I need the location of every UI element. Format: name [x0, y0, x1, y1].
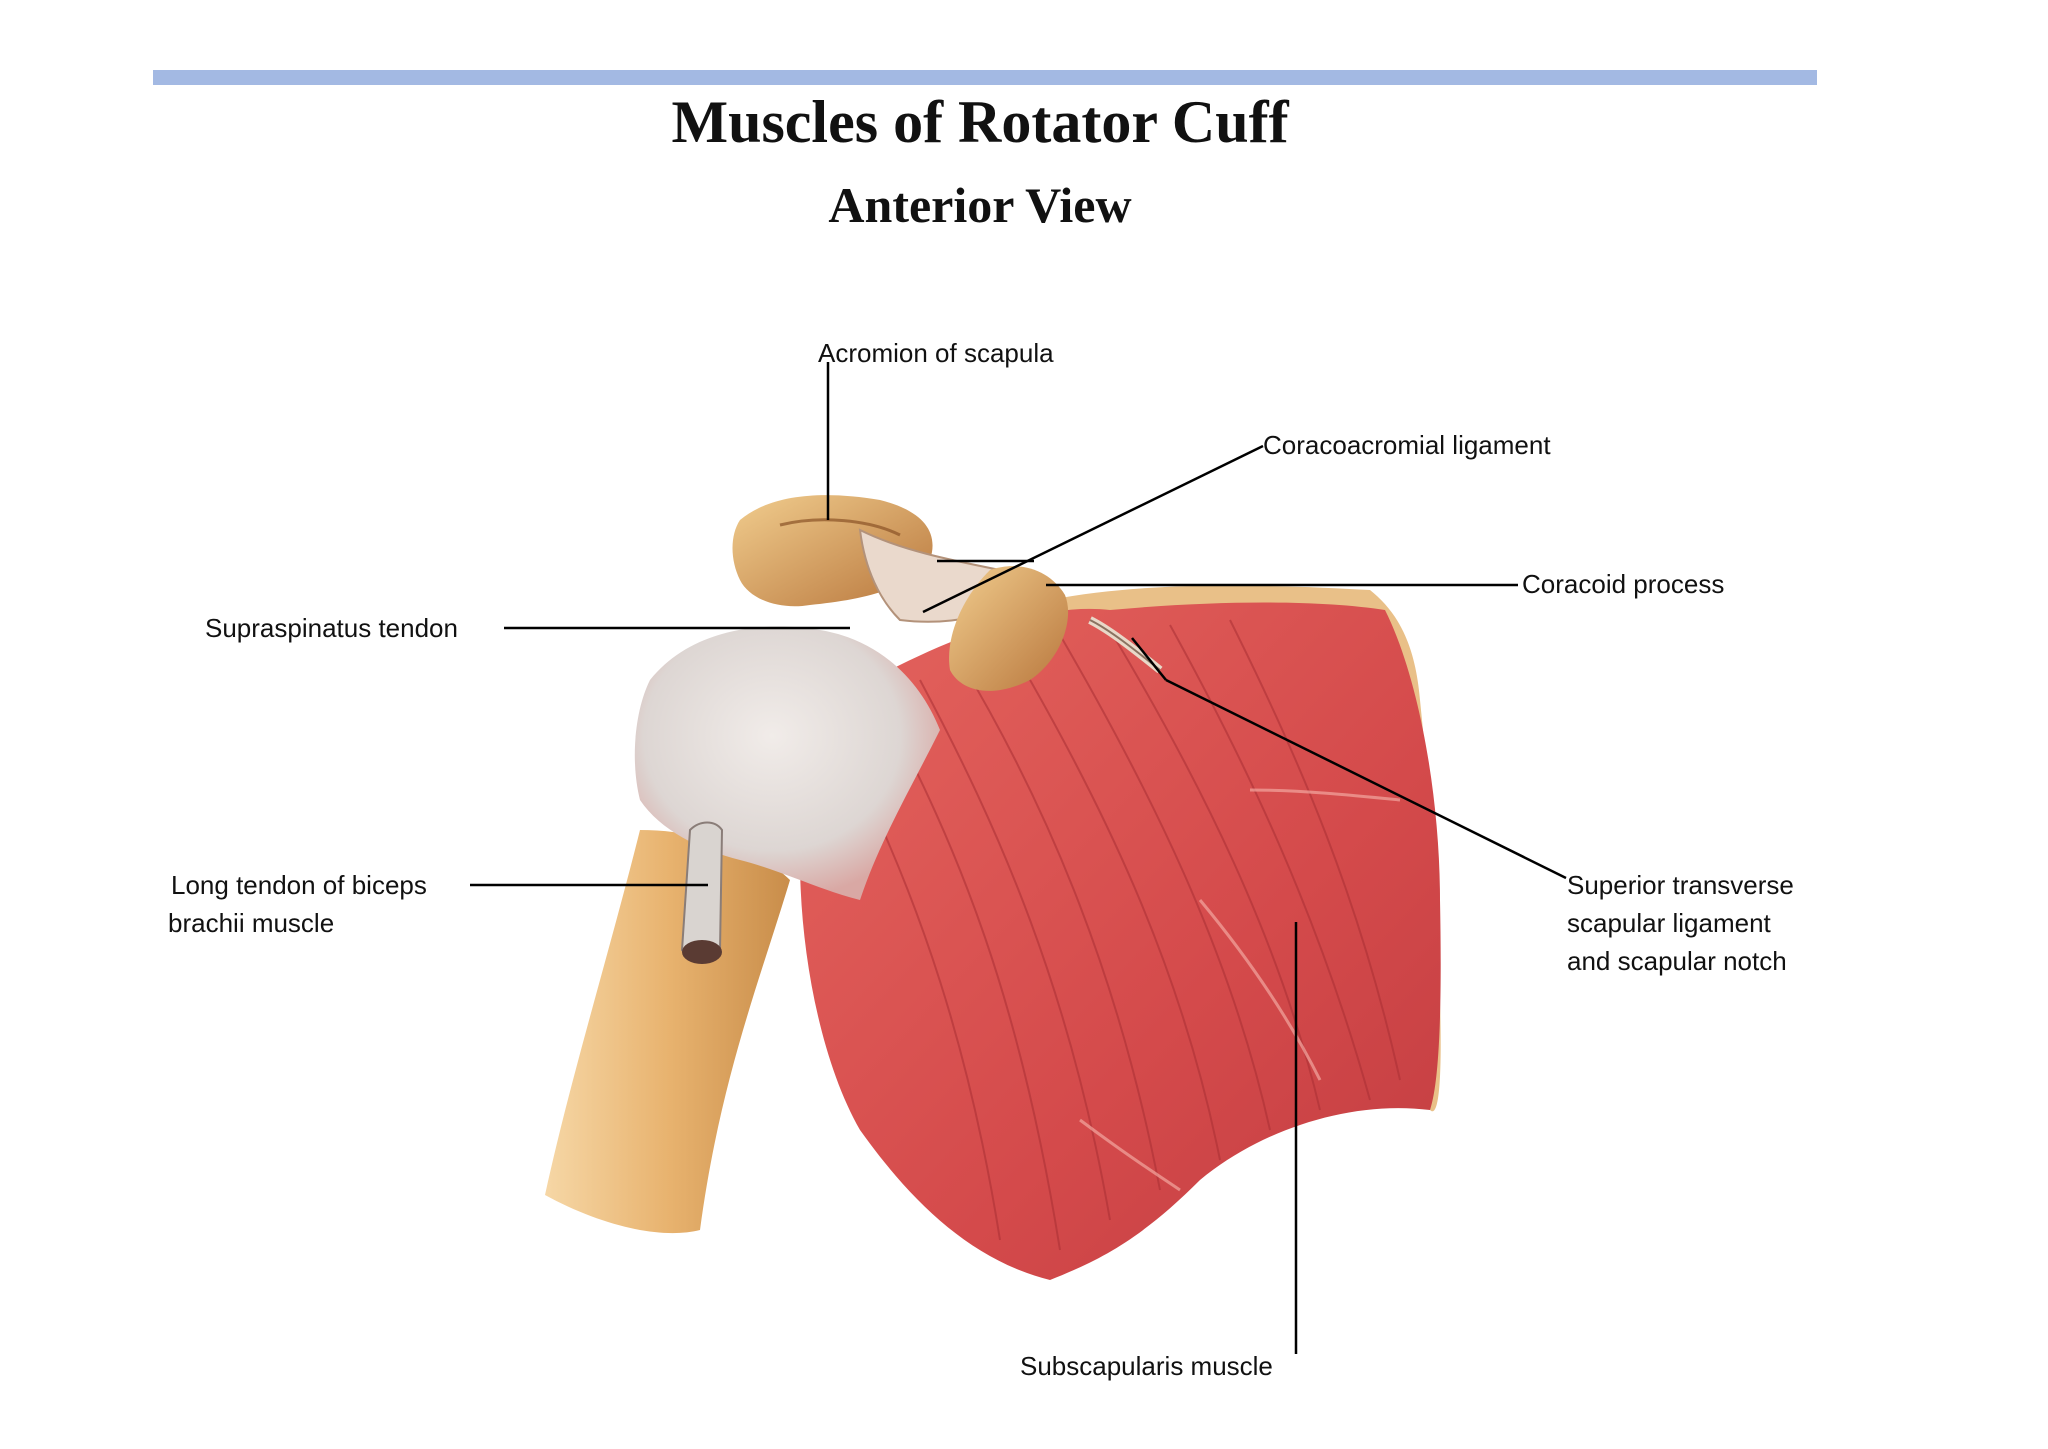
label-acromion: Acromion of scapula	[818, 338, 1054, 368]
label-superior-transverse-scapular-ligament: Superior transverse scapular ligament an…	[1567, 870, 1794, 976]
label-supraspinatus-tendon: Supraspinatus tendon	[205, 613, 458, 643]
label-coracoacromial-ligament: Coracoacromial ligament	[1263, 430, 1551, 460]
leader-lines	[470, 362, 1567, 1354]
title-rule	[153, 70, 1817, 85]
label-subscapularis-muscle: Subscapularis muscle	[1020, 1351, 1273, 1381]
page-title: Muscles of Rotator Cuff	[671, 89, 1289, 155]
page-subtitle: Anterior View	[828, 177, 1132, 233]
label-coracoid-process: Coracoid process	[1522, 569, 1725, 599]
label-long-tendon-biceps: Long tendon of biceps brachii muscle	[168, 870, 427, 938]
coracoid-bone	[949, 566, 1069, 691]
muscle-highlights	[1079, 788, 1401, 1192]
subscapularis-muscle-shape	[800, 602, 1441, 1280]
biceps-tendon-cut-end	[682, 940, 722, 964]
humerus-bone	[545, 830, 790, 1234]
